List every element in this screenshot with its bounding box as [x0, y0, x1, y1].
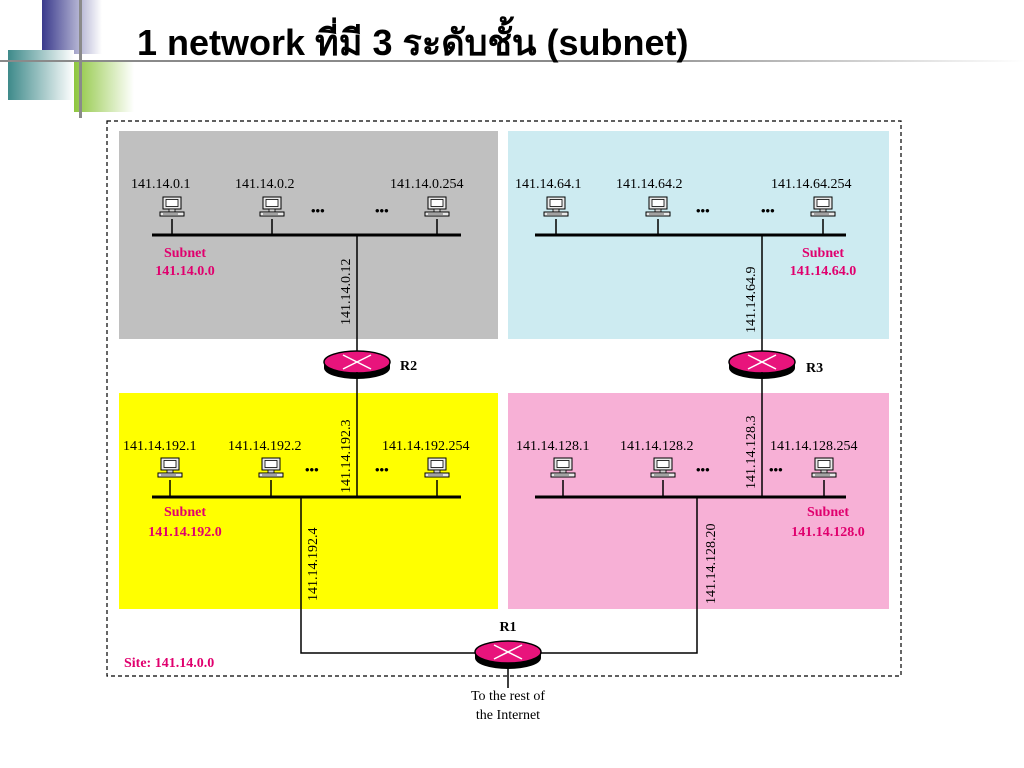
ellipsis: ••• — [696, 203, 710, 218]
host-icon — [810, 196, 836, 235]
internet-label: To the rest of — [471, 689, 545, 704]
router-r1: R1 — [474, 620, 542, 670]
subnet-128: 141.14.128.3 141.14.128.1 141.14.128.2 1… — [516, 372, 865, 604]
router-label: R3 — [806, 361, 823, 376]
link-address: 141.14.192.4 — [306, 528, 321, 602]
host-address: 141.14.128.1 — [516, 439, 590, 454]
deco-horizontal-line — [0, 60, 1024, 62]
ellipsis: ••• — [375, 462, 389, 477]
link-address: 141.14.128.3 — [744, 416, 759, 490]
host-address: 141.14.0.2 — [235, 177, 295, 192]
router-label: R1 — [499, 620, 516, 635]
deco-block-teal — [8, 50, 74, 100]
router-r2: R2 — [323, 350, 417, 380]
subnet-address: 141.14.128.0 — [791, 525, 865, 540]
r1-link-left — [300, 497, 475, 654]
ellipsis: ••• — [375, 203, 389, 218]
subnet-0: 141.14.0.1 141.14.0.2 141.14.0.254 ••• •… — [131, 177, 464, 356]
host-address: 141.14.128.254 — [770, 439, 858, 454]
host-icon — [650, 457, 676, 497]
link-address: 141.14.128.20 — [704, 524, 719, 605]
host-address: 141.14.64.1 — [515, 177, 582, 192]
host-address: 141.14.128.2 — [620, 439, 694, 454]
subnet-192: 141.14.192.3 141.14.192.1 141.14.192.2 1… — [123, 372, 470, 601]
host-icon — [645, 196, 671, 235]
ellipsis: ••• — [311, 203, 325, 218]
host-icon — [259, 196, 285, 235]
ellipsis: ••• — [696, 462, 710, 477]
ellipsis: ••• — [305, 462, 319, 477]
link-address: 141.14.192.3 — [339, 420, 354, 494]
host-icon — [543, 196, 569, 235]
subnet-address: 141.14.64.0 — [790, 264, 857, 279]
host-icon — [157, 457, 183, 497]
site-boundary — [106, 120, 902, 677]
host-address: 141.14.64.254 — [771, 177, 852, 192]
internet-label: the Internet — [476, 708, 540, 723]
subnet-192-area — [119, 393, 498, 609]
ellipsis: ••• — [761, 203, 775, 218]
host-address: 141.14.192.1 — [123, 439, 197, 454]
link-address: 141.14.64.9 — [744, 267, 759, 334]
host-address: 141.14.192.254 — [382, 439, 470, 454]
subnet-label: Subnet — [807, 505, 849, 520]
host-icon — [811, 457, 837, 497]
subnet-128-area — [508, 393, 889, 609]
subnet-address: 141.14.192.0 — [148, 525, 222, 540]
subnet-address: 141.14.0.0 — [155, 264, 215, 279]
r1-link-right — [541, 497, 698, 654]
subnet-label: Subnet — [802, 246, 844, 261]
host-icon — [258, 457, 284, 497]
router-r3: R3 — [728, 350, 823, 380]
host-icon — [550, 457, 576, 497]
host-icon — [424, 457, 450, 497]
host-icon — [424, 196, 450, 235]
router-label: R2 — [400, 359, 417, 374]
host-address: 141.14.0.1 — [131, 177, 191, 192]
host-address: 141.14.192.2 — [228, 439, 302, 454]
link-address: 141.14.0.12 — [339, 259, 354, 326]
host-address: 141.14.0.254 — [390, 177, 464, 192]
site-label: Site: 141.14.0.0 — [124, 656, 214, 671]
deco-block-green — [74, 60, 134, 112]
host-address: 141.14.64.2 — [616, 177, 683, 192]
deco-block-blue — [42, 0, 102, 54]
subnet-label: Subnet — [164, 505, 206, 520]
ellipsis: ••• — [769, 462, 783, 477]
title-decoration — [0, 0, 1024, 120]
subnet-64: 141.14.64.1 141.14.64.2 141.14.64.254 ••… — [515, 177, 856, 356]
host-icon — [159, 196, 185, 235]
page-title: 1 network ที่มี 3 ระดับชั้น (subnet) — [137, 22, 689, 63]
subnet-label: Subnet — [164, 246, 206, 261]
deco-vertical-line — [79, 0, 82, 118]
